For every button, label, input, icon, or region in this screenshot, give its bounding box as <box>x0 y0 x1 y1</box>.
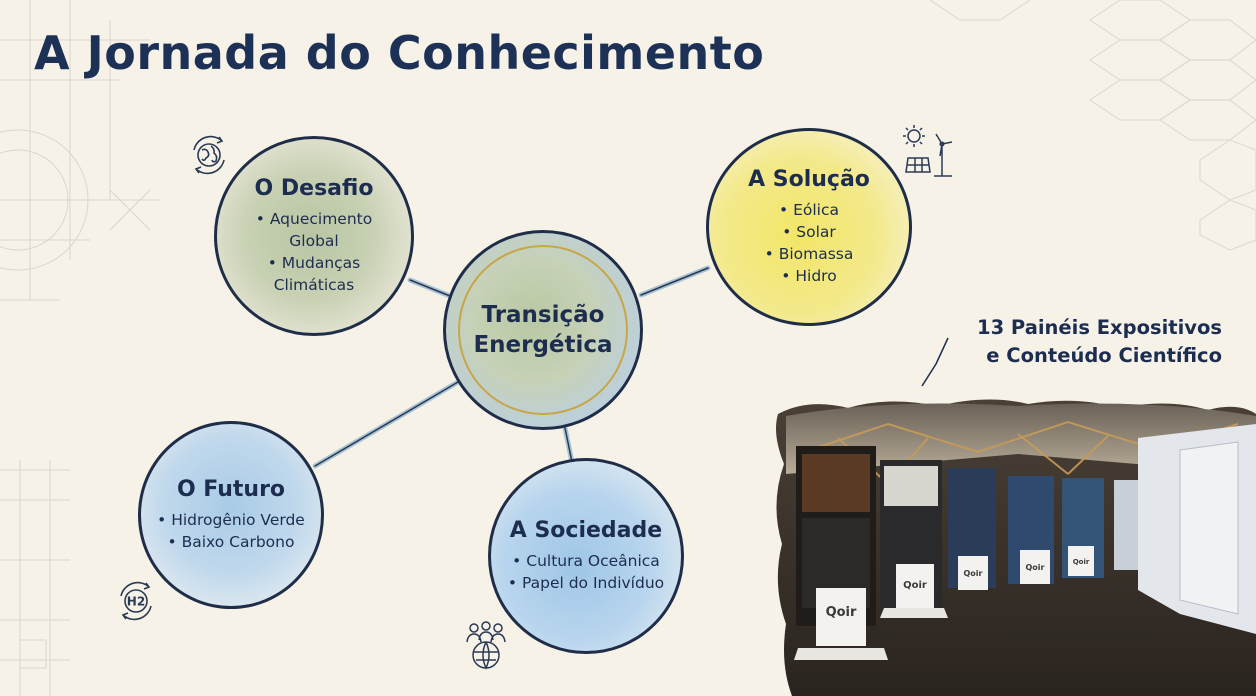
node-solucao: A Solução Eólica Solar Biomassa Hidro <box>706 128 912 326</box>
page-title: A Jornada do Conhecimento <box>34 26 765 80</box>
exhibit-brand-label: Qoir <box>903 580 927 591</box>
exhibit-brand-label: Qoir <box>964 569 983 578</box>
exhibit-caption: 13 Painéis Expositivos e Conteúdo Cientí… <box>960 314 1222 370</box>
sun-solar-wind-icon <box>903 125 953 177</box>
node-desafio-item: Climáticas <box>273 275 355 294</box>
node-desafio-item: Mudanças <box>256 252 372 274</box>
h2-label: H2 <box>127 595 145 609</box>
people-globe-icon <box>466 621 506 670</box>
globe-cycle-icon <box>193 135 225 175</box>
caption-line1: 13 Painéis Expositivos <box>977 316 1222 339</box>
caption-line2: e Conteúdo Científico <box>986 344 1222 367</box>
node-solucao-item: Eólica <box>765 199 854 221</box>
gold-ring <box>458 245 628 415</box>
node-futuro-list: Hidrogênio Verde Baixo Carbono <box>157 509 305 553</box>
node-sociedade-title: A Sociedade <box>509 518 663 544</box>
node-sociedade: A Sociedade Cultura Oceânica Papel do In… <box>488 458 684 654</box>
node-sociedade-item: Papel do Indivíduo <box>508 572 664 594</box>
node-solucao-title: A Solução <box>748 167 870 193</box>
node-futuro-item: Hidrogênio Verde <box>157 509 305 531</box>
node-solucao-item: Hidro <box>765 265 854 287</box>
node-solucao-item: Solar <box>765 221 854 243</box>
node-desafio-item: Global <box>289 231 339 250</box>
exhibit-brand-label: Qoir <box>1073 558 1090 566</box>
node-desafio-item: Aquecimento <box>256 208 372 230</box>
node-sociedade-list: Cultura Oceânica Papel do Indivíduo <box>508 550 664 594</box>
exhibition-photo: Qoir Qoir Qoir Qoir Qoir <box>776 399 1256 696</box>
node-futuro-item: Baixo Carbono <box>157 531 305 553</box>
h2-cycle-icon: H2 <box>120 581 152 621</box>
node-transicao-energetica: Transição Energética <box>443 230 643 430</box>
node-solucao-list: Eólica Solar Biomassa Hidro <box>765 199 854 287</box>
node-centro-title-line2: Energética <box>473 332 613 358</box>
node-solucao-item: Biomassa <box>765 243 854 265</box>
node-desafio: O Desafio Aquecimento Global Mudanças Cl… <box>214 136 414 336</box>
exhibit-brand-label: Qoir <box>826 605 857 620</box>
node-futuro: O Futuro Hidrogênio Verde Baixo Carbono <box>138 421 324 609</box>
node-futuro-title: O Futuro <box>176 477 286 503</box>
node-centro-title-line1: Transição <box>481 302 605 328</box>
node-sociedade-item: Cultura Oceânica <box>508 550 664 572</box>
node-desafio-list: Aquecimento Global Mudanças Climáticas <box>256 208 372 296</box>
exhibit-brand-label: Qoir <box>1026 563 1045 572</box>
node-desafio-title: O Desafio <box>254 176 374 202</box>
